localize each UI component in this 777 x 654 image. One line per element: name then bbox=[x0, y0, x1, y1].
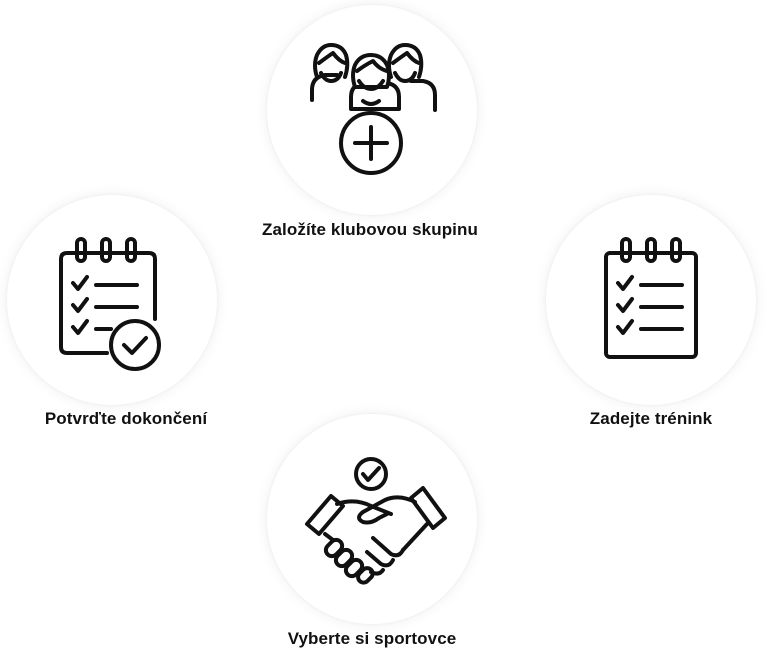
checklist-icon bbox=[604, 237, 698, 359]
step-label: Založíte klubovou skupinu bbox=[262, 220, 478, 239]
step-circle bbox=[546, 195, 756, 405]
step-label: Vyberte si sportovce bbox=[287, 629, 457, 648]
checklist-approved-icon bbox=[59, 237, 161, 371]
step-circle bbox=[267, 414, 477, 624]
step-label: Zadejte trénink bbox=[589, 409, 713, 428]
step-circle bbox=[267, 5, 477, 215]
step-circle bbox=[7, 195, 217, 405]
group-add-icon bbox=[310, 43, 437, 175]
step-label: Potvrďte dokončení bbox=[44, 409, 208, 428]
handshake-icon bbox=[305, 457, 447, 585]
